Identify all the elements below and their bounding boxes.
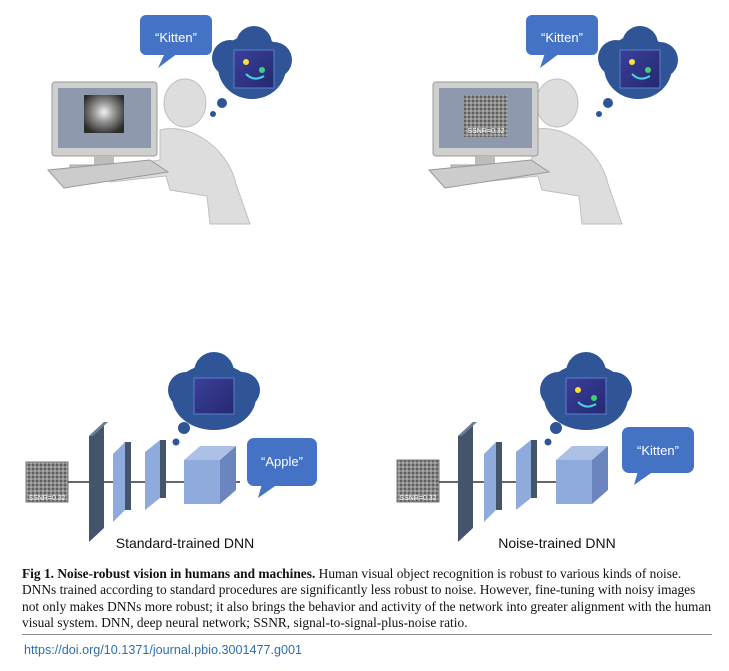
ssnr-label: SSNR=0.32 (28, 495, 65, 502)
input-image: SSNR=0.32 (396, 459, 440, 503)
noisy-kitten-photo (464, 95, 508, 137)
human-panel-left: “Kitten” (46, 15, 292, 225)
keyboard (427, 159, 551, 189)
human-panel-right: SSNR=0.32 “Kitten” (427, 15, 678, 225)
panel-title: Noise-trained DNN (498, 535, 615, 551)
speech-text: “Apple” (261, 454, 303, 469)
speech-text: “Kitten” (155, 30, 197, 45)
speech-text: “Kitten” (637, 443, 679, 458)
thought-bubble (168, 352, 260, 446)
divider (22, 634, 712, 635)
network-layers (458, 422, 608, 542)
doi-link[interactable]: https://doi.org/10.1371/journal.pbio.300… (24, 643, 302, 657)
speech-bubble: “Kitten” (622, 427, 694, 485)
dnn-panel-right: SSNR=0.32 “K (396, 352, 694, 551)
input-image: SSNR=0.32 (25, 461, 69, 503)
panel-title: Standard-trained DNN (116, 535, 255, 551)
thought-bubble (540, 352, 632, 446)
computer-monitor: SSNR=0.32 (432, 81, 539, 172)
caption-text: Human visual object recognition is robus… (22, 566, 712, 631)
caption-lead: Fig 1. Noise-robust vision in humans and… (22, 566, 316, 581)
kitten-photo (84, 95, 124, 133)
computer-monitor (51, 81, 158, 172)
network-layers (89, 422, 236, 542)
thought-bubble (596, 26, 678, 117)
speech-bubble: “Apple” (247, 438, 317, 498)
figure-illustration: “Kitten” SSNR=0.32 (25, 15, 694, 551)
figure-caption: Fig 1. Noise-robust vision in humans and… (22, 566, 712, 632)
speech-bubble: “Kitten” (140, 15, 212, 68)
speech-bubble: “Kitten” (526, 15, 598, 68)
person-silhouette (103, 78, 251, 225)
thought-bubble (210, 26, 292, 117)
ssnr-label: SSNR=0.32 (467, 128, 504, 135)
dnn-panel-left: SSNR=0.32 “Apple” (25, 352, 317, 551)
keyboard (46, 159, 170, 189)
speech-text: “Kitten” (541, 30, 583, 45)
ssnr-label: SSNR=0.32 (399, 495, 436, 502)
